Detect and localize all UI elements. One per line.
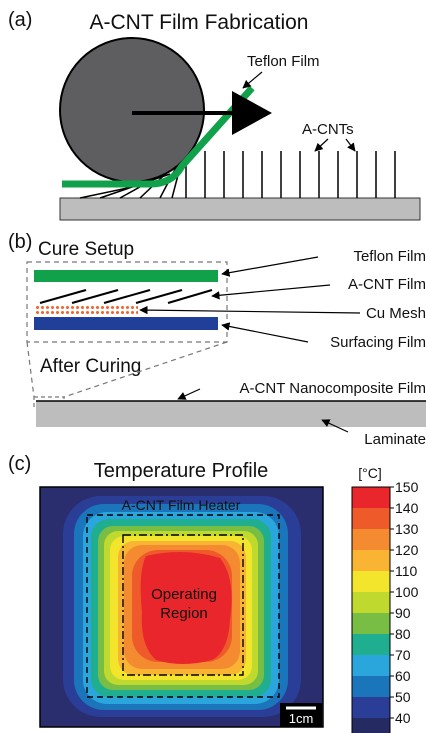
surfacing-layer xyxy=(34,317,218,330)
teflon-pointer-b xyxy=(221,256,319,277)
nanocomposite-pointer xyxy=(177,388,201,400)
colorbar-swatch xyxy=(352,676,390,697)
cu-mesh-layer xyxy=(36,305,138,315)
colorbar-tick-label: 50 xyxy=(395,689,411,705)
operating-region-boundary xyxy=(122,534,244,676)
surfacing-film-label: Surfacing Film xyxy=(330,334,426,351)
teflon-film-a xyxy=(62,85,255,188)
after-curing-title: After Curing xyxy=(40,356,141,377)
acnt-film-layer xyxy=(39,289,213,304)
operating-label-line1: Operating xyxy=(151,586,217,603)
colorbar-swatch xyxy=(352,487,390,508)
panel-c-label: (c) xyxy=(8,453,31,475)
colorbar-swatch xyxy=(352,718,390,733)
cure-setup-box xyxy=(26,261,228,343)
colorbar-tick-label: 100 xyxy=(395,584,419,600)
heater-boundary xyxy=(86,514,280,698)
colorbar-tick-label: 130 xyxy=(395,521,419,537)
colorbar-tick-label: 80 xyxy=(395,626,411,642)
cure-setup-title: Cure Setup xyxy=(38,239,134,260)
colorbar-tick-label: 110 xyxy=(395,563,418,579)
colorbar-swatch xyxy=(352,529,390,550)
colorbar-swatch xyxy=(352,634,390,655)
panel-a-title: A-CNT Film Fabrication xyxy=(90,11,309,34)
nanocomposite-label: A-CNT Nanocomposite Film xyxy=(240,380,426,397)
temperature-profile-title: Temperature Profile xyxy=(94,460,269,482)
panel-b-label: (b) xyxy=(8,231,32,253)
laminate-pointer xyxy=(321,419,349,433)
acnts-label: A-CNTs xyxy=(302,121,354,138)
acnt-film-label: A-CNT Film xyxy=(348,276,426,293)
colorbar-swatch xyxy=(352,655,390,676)
heater-label: A-CNT Film Heater xyxy=(122,497,241,513)
operating-label-line2: Region xyxy=(160,605,208,622)
panel-a-label: (a) xyxy=(8,9,32,31)
laminate-block xyxy=(36,401,426,427)
laminate-label: Laminate xyxy=(364,431,426,448)
colorbar-swatch xyxy=(352,508,390,529)
panel-c: (c) Temperature Profile A-CNT Film Heate… xyxy=(8,453,419,733)
panel-b: (b) Cure Setup Teflon Film A-CNT Film Cu… xyxy=(8,231,426,448)
colorbar: 150 140 130 120 110 100 90 80 70 60 50 40 xyxy=(351,479,419,733)
zoom-line-left xyxy=(26,341,35,398)
teflon-film-label-b: Teflon Film xyxy=(353,248,426,265)
zoom-line-right xyxy=(63,341,228,398)
colorbar-tick-label: 40 xyxy=(395,710,411,726)
acnts-pointer-right xyxy=(345,138,356,152)
colorbar-tick-label: 90 xyxy=(395,605,411,621)
colorbar-tick-label: 60 xyxy=(395,668,411,684)
colorbar-swatch xyxy=(352,550,390,571)
teflon-pointer-a xyxy=(242,71,263,89)
colorbar-tick-label: 70 xyxy=(395,647,411,663)
colorbar-swatch xyxy=(352,697,390,718)
scale-bar-label: 1cm xyxy=(289,711,314,726)
colorbar-tick-label: 120 xyxy=(395,542,419,558)
cu-mesh-label: Cu Mesh xyxy=(366,305,426,322)
acnts-pointer-left xyxy=(314,138,329,152)
teflon-film-label-a: Teflon Film xyxy=(247,53,320,70)
cu-mesh-pointer xyxy=(139,305,361,315)
acnt-film-pointer xyxy=(211,284,331,300)
colorbar-swatch xyxy=(352,613,390,634)
teflon-layer xyxy=(34,270,218,282)
substrate xyxy=(59,197,421,221)
colorbar-tick-label: 150 xyxy=(395,479,419,495)
colorbar-swatch xyxy=(352,592,390,613)
direction-arrow-head xyxy=(232,91,272,135)
panel-a: (a) A-CNT Film Fabrication xyxy=(8,9,421,221)
colorbar-tick-label: 140 xyxy=(395,500,419,516)
colorbar-unit: [°C] xyxy=(358,465,382,481)
surfacing-pointer xyxy=(221,322,309,343)
colorbar-swatch xyxy=(352,571,390,592)
